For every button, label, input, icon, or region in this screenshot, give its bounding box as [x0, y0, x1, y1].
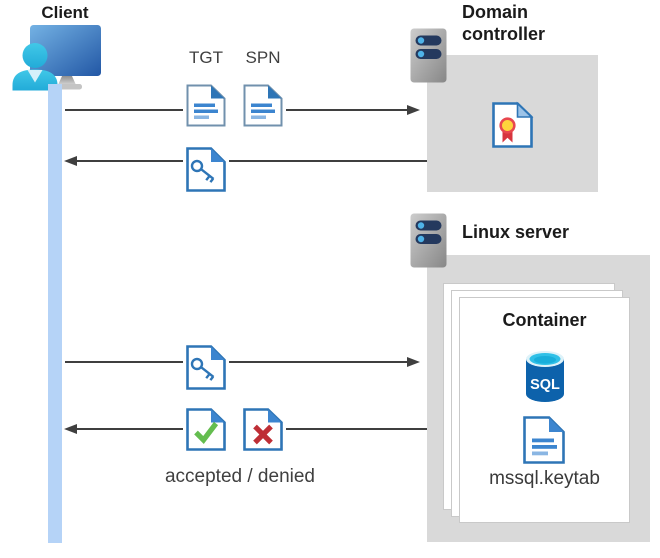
- tgt-document-icon: [186, 84, 226, 127]
- arrow-right-head-icon: [407, 105, 420, 115]
- domain-controller-title: Domain controller: [462, 2, 546, 44]
- arrow-right-head-icon: [407, 357, 420, 367]
- arrow-dc-to-client: [76, 160, 183, 162]
- check-document-icon: [186, 408, 226, 451]
- tgt-label: TGT: [189, 48, 223, 67]
- key-ticket-document-icon: [186, 345, 226, 390]
- keytab-document-icon: [523, 416, 565, 464]
- client-computer-icon: [12, 25, 101, 91]
- client-lifeline: [48, 84, 62, 543]
- arrow-client-to-dc: [65, 109, 183, 111]
- arrow-linux-to-client: [286, 428, 427, 430]
- arrow-left-head-icon: [64, 156, 77, 166]
- keytab-label: mssql.keytab: [489, 468, 600, 489]
- arrow-left-head-icon: [64, 424, 77, 434]
- accepted-denied-label: accepted / denied: [164, 466, 315, 487]
- arrow-client-to-dc: [286, 109, 407, 111]
- spn-label: SPN: [245, 48, 281, 67]
- arrow-dc-to-client: [229, 160, 427, 162]
- x-document-icon: [243, 408, 283, 451]
- key-ticket-document-icon: [186, 147, 226, 192]
- server-icon: [410, 213, 447, 268]
- sql-database-icon: SQL: [526, 351, 564, 402]
- spn-document-icon: [243, 84, 283, 127]
- container-title: Container: [502, 310, 587, 330]
- linux-server-title: Linux server: [462, 222, 570, 242]
- server-icon: [410, 28, 447, 83]
- container-card: [459, 297, 630, 523]
- client-label: Client: [41, 3, 89, 22]
- certificate-icon: [492, 101, 534, 148]
- arrow-linux-to-client: [76, 428, 183, 430]
- sql-label: SQL: [530, 377, 560, 393]
- arrow-client-to-linux: [65, 361, 183, 363]
- arrow-client-to-linux: [229, 361, 408, 363]
